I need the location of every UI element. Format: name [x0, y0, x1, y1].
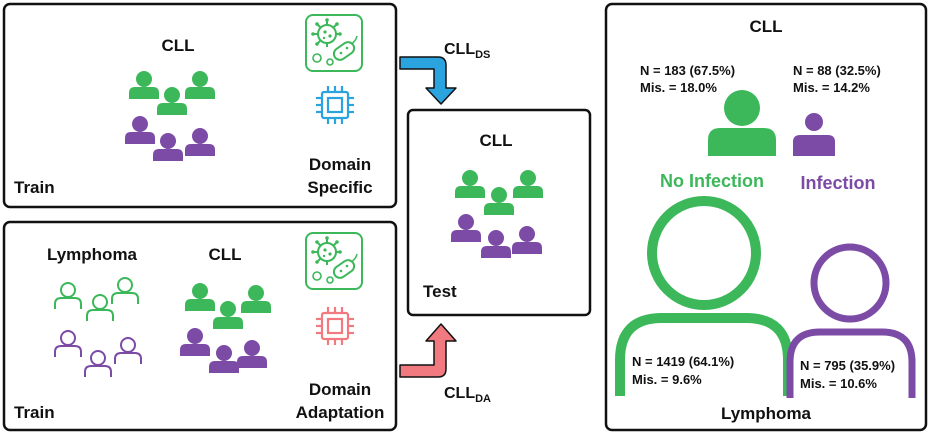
- no-infection-label: No Infection: [660, 171, 764, 191]
- source-title: Lymphoma: [47, 245, 138, 264]
- lymphoma-stats-title: Lymphoma: [721, 404, 812, 423]
- cll-no-infection-count: N = 183 (67.5%): [640, 63, 735, 78]
- method-label-line1: Domain: [309, 380, 371, 399]
- lymphoma-infection-misclassification: Mis. = 10.6%: [800, 376, 877, 391]
- train-domain-specific-panel: CLL Domain Specific Train: [2, 2, 398, 209]
- statistics-panel: CLL N = 183 (67.5%) Mis. = 18.0% N = 88 …: [604, 2, 928, 432]
- cll-infection-count: N = 88 (32.5%): [793, 63, 881, 78]
- arrow-da-to-test: CLLDA: [399, 323, 491, 405]
- cll-no-infection-misclassification: Mis. = 18.0%: [640, 80, 717, 95]
- lymphoma-infection-person-icon: [786, 243, 916, 398]
- arrow-da-label: CLLDA: [444, 385, 491, 405]
- infection-label: Infection: [801, 173, 876, 193]
- train-da-corner-label: Train: [14, 403, 55, 422]
- lymphoma-no-infection-person-icon: [615, 196, 793, 396]
- train-domain-adaptation-panel: Lymphoma CLL Domain Adaptation Train: [2, 220, 398, 432]
- method-label-line1: Domain: [309, 155, 371, 174]
- arrow-ds-to-test: CLLDS: [399, 41, 490, 105]
- test-corner-label: Test: [423, 282, 457, 301]
- lymphoma-infection-count: N = 795 (35.9%): [800, 358, 895, 373]
- cll-infection-misclassification: Mis. = 14.2%: [793, 80, 870, 95]
- method-label-line2: Specific: [307, 178, 372, 197]
- virus-icon: [305, 14, 363, 72]
- cll-no-infection-person-icon: [708, 90, 776, 156]
- cll-stats-title: CLL: [749, 17, 782, 36]
- train-ds-corner-label: Train: [14, 178, 55, 197]
- test-panel: CLL Test: [406, 108, 592, 317]
- test-title: CLL: [479, 131, 512, 150]
- train-ds-title: CLL: [161, 36, 194, 55]
- target-title: CLL: [208, 245, 241, 264]
- method-label-line2: Adaptation: [296, 403, 385, 422]
- lymphoma-no-infection-count: N = 1419 (64.1%): [632, 354, 734, 369]
- arrow-ds-label: CLLDS: [444, 41, 490, 61]
- lymphoma-no-infection-misclassification: Mis. = 9.6%: [632, 372, 702, 387]
- virus-icon: [305, 232, 363, 290]
- cll-infection-person-icon: [793, 113, 835, 156]
